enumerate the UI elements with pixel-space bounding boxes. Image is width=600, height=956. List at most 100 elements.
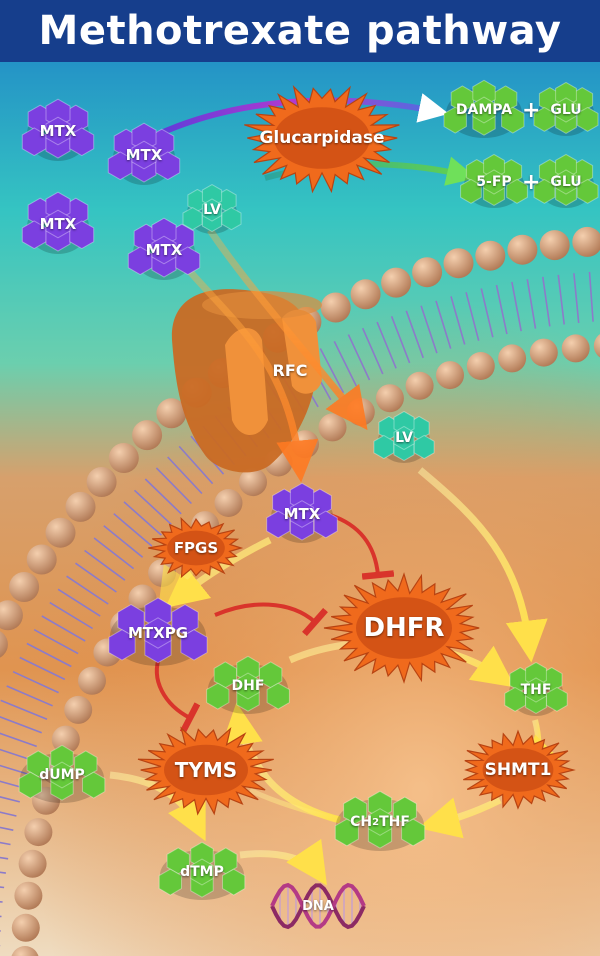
lv-extracellular-label: LV xyxy=(203,202,221,218)
mtx-extracellular-1: MTX xyxy=(21,98,95,161)
lipid-tail xyxy=(0,826,14,831)
lipid-tail xyxy=(480,288,494,338)
lipid-tail xyxy=(155,467,192,505)
lipid-tail xyxy=(33,628,79,655)
lv-intracellular-label: LV xyxy=(395,430,413,446)
lipid-head xyxy=(561,334,590,363)
dhfr-enzyme: DHFR xyxy=(323,572,484,684)
ch2thf-sub: 2 xyxy=(372,816,380,828)
hex-cluster-icon xyxy=(158,841,246,900)
hex-cluster-icon xyxy=(334,790,426,851)
hex-cluster-icon xyxy=(533,81,599,136)
lipid-tail xyxy=(84,549,126,581)
lipid-head xyxy=(539,230,570,261)
hex-cluster-icon xyxy=(107,122,181,185)
shmt1-enzyme-label: SHMT1 xyxy=(484,760,552,780)
dtmp-node-label: dTMP xyxy=(180,864,224,880)
dna-helix-label: DNA xyxy=(302,898,334,914)
lipid-tail xyxy=(0,841,11,846)
mtx-extracellular-3: MTX xyxy=(21,191,95,254)
dtmp-node: dTMP xyxy=(158,841,246,900)
lipid-tail xyxy=(542,276,551,327)
lipid-tail xyxy=(450,296,466,345)
lipid-tail xyxy=(390,316,411,364)
dampa-product-label: DAMPA xyxy=(455,102,513,118)
hex-cluster-icon xyxy=(182,184,242,234)
dump-node-label: dUMP xyxy=(39,767,85,783)
lipid-head xyxy=(320,292,351,323)
lipid-tail xyxy=(6,685,53,707)
dampa-product: DAMPA xyxy=(443,79,525,138)
dhf-node-label: DHF xyxy=(231,678,265,694)
lipid-head xyxy=(0,631,8,658)
lipid-tail xyxy=(167,456,203,495)
mtx-extracellular-3-label: MTX xyxy=(39,215,77,233)
mtx-intracellular: MTX xyxy=(266,482,338,543)
lipid-tail xyxy=(435,300,452,349)
lipid-head xyxy=(350,279,381,310)
lipid-head xyxy=(65,491,96,522)
lipid-head xyxy=(9,572,40,602)
double-helix-icon xyxy=(270,881,366,931)
lipid-head xyxy=(18,849,47,878)
dna-helix: DNA xyxy=(270,881,366,931)
rfc-label-label: RFC xyxy=(272,360,308,380)
glucarpidase-enzyme-label: Glucarpidase xyxy=(259,128,385,148)
lipid-tail xyxy=(0,699,48,720)
lipid-head xyxy=(572,226,600,257)
glu-product-1: GLU xyxy=(533,81,599,136)
lv-intracellular: LV xyxy=(373,410,435,463)
spiky-blob-icon xyxy=(242,83,402,194)
mtx-extracellular-4: MTX xyxy=(127,217,201,280)
lipid-head xyxy=(593,334,600,358)
glu-product-2-label: GLU xyxy=(550,174,582,190)
lipid-tail xyxy=(465,292,480,341)
mtxpg-node: MTXPG xyxy=(108,597,208,666)
lipid-head xyxy=(239,468,267,497)
lipid-tail xyxy=(12,670,59,694)
lipid-head xyxy=(412,257,443,288)
lipid-tail xyxy=(113,513,153,547)
lipid-head xyxy=(475,240,506,271)
five-fp-product: 5-FP xyxy=(460,153,528,208)
lipid-head xyxy=(318,413,347,442)
lipid-tail xyxy=(361,327,384,375)
lipid-head xyxy=(0,600,23,631)
glu-product-1-label: GLU xyxy=(550,102,582,118)
hex-cluster-icon xyxy=(206,655,290,714)
lipid-tail xyxy=(0,748,33,761)
hex-cluster-icon xyxy=(108,597,208,666)
lipid-tail xyxy=(133,489,172,525)
mtx-extracellular-2-label: MTX xyxy=(125,146,163,164)
mtxpg-node-label: MTXPG xyxy=(127,624,189,642)
lipid-tail xyxy=(0,811,17,817)
lipid-head xyxy=(51,725,80,754)
page-title: Methotrexate pathway xyxy=(0,0,600,62)
lipid-head xyxy=(26,544,57,575)
five-fp-product-label: 5-FP xyxy=(476,174,512,190)
hex-cluster-icon xyxy=(18,744,106,803)
lipid-head xyxy=(132,420,163,451)
lipid-head xyxy=(498,344,527,373)
lipid-head xyxy=(11,946,39,956)
lipid-head xyxy=(507,234,538,265)
glu-product-2: GLU xyxy=(533,153,599,208)
hex-cluster-icon xyxy=(21,98,95,161)
lipid-tail xyxy=(333,341,358,387)
lipid-tail xyxy=(420,305,438,354)
mtx-extracellular-2: MTX xyxy=(107,122,181,185)
lipid-tail xyxy=(178,445,214,485)
hex-cluster-icon xyxy=(460,153,528,208)
lipid-head xyxy=(443,248,474,279)
hex-cluster-icon xyxy=(373,410,435,463)
lipid-head xyxy=(529,338,558,367)
fpgs-enzyme-label: FPGS xyxy=(173,539,219,557)
plus-sign-1: + xyxy=(522,98,541,123)
lipid-head xyxy=(375,384,404,413)
lipid-head xyxy=(108,443,139,473)
lipid-head xyxy=(45,517,76,548)
hex-cluster-icon xyxy=(533,153,599,208)
lipid-tail xyxy=(557,274,565,325)
